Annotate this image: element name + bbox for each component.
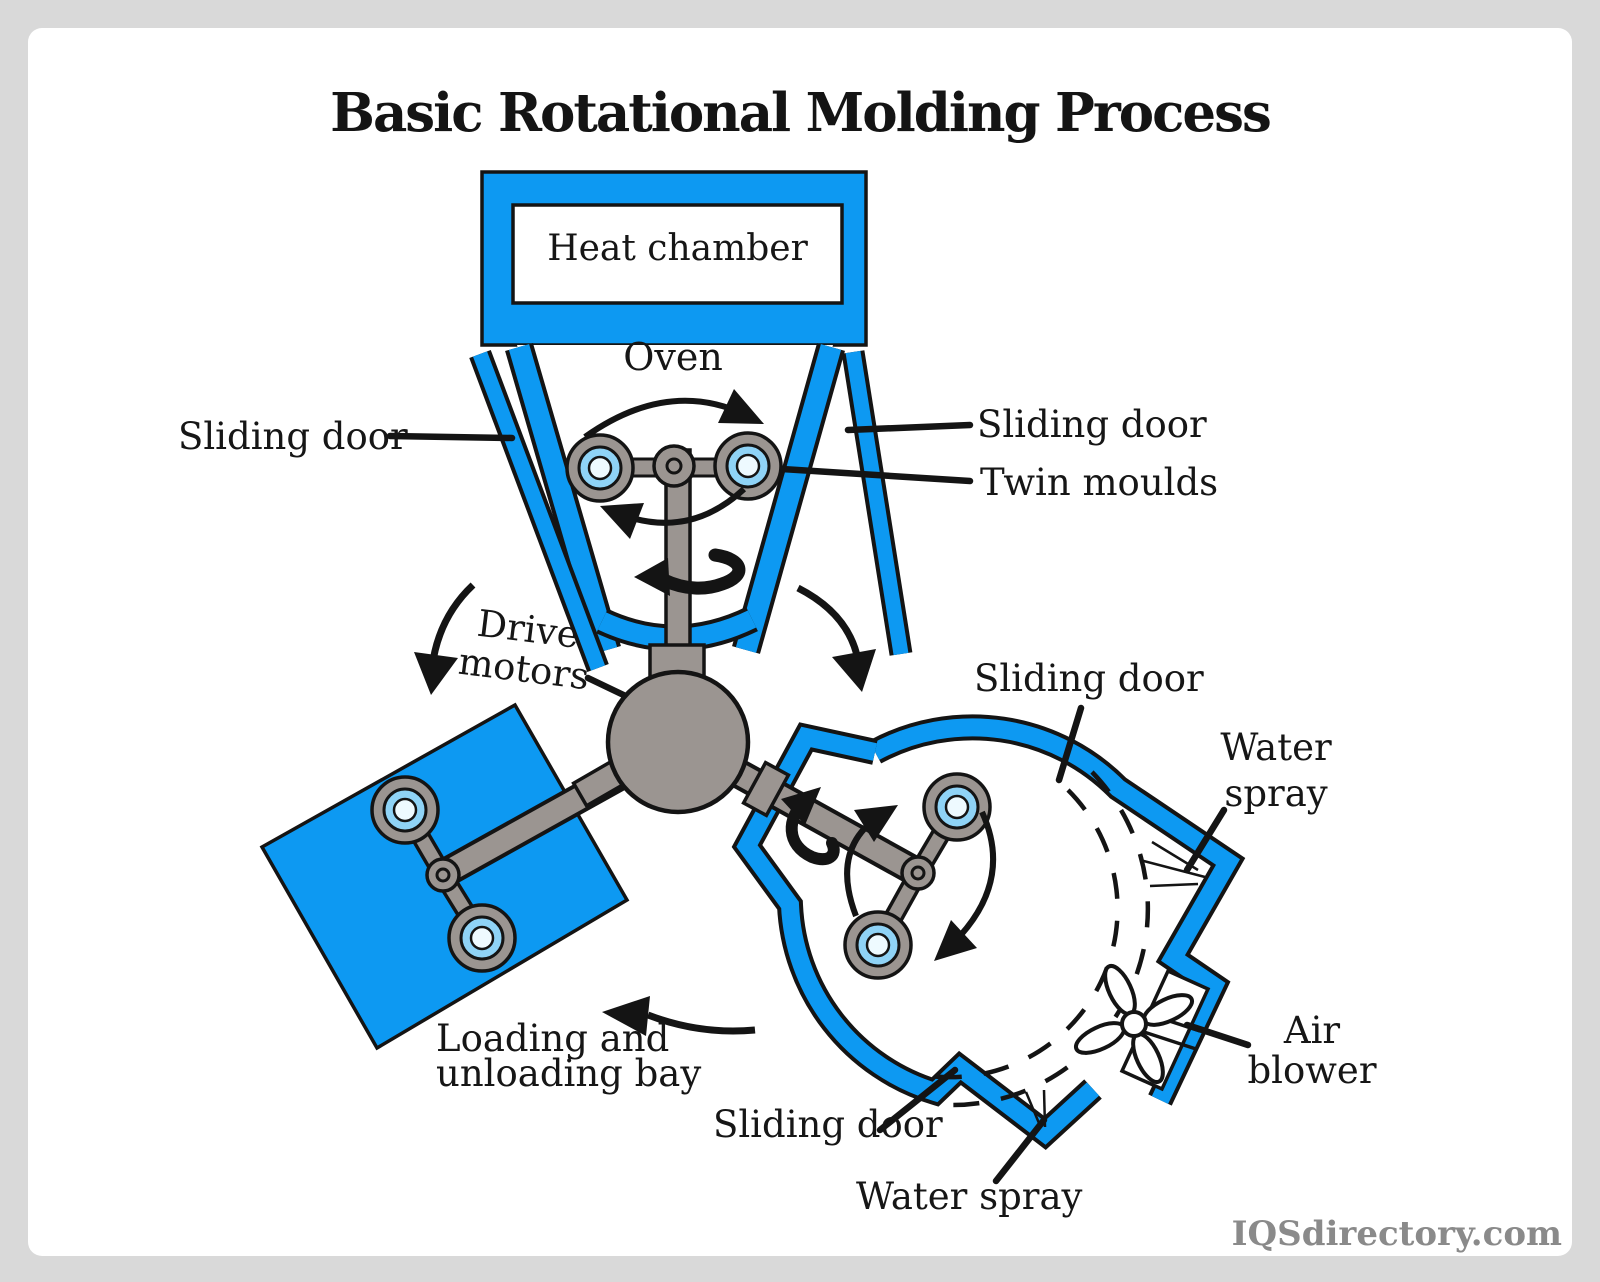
oven-shaft-spin-arrow	[634, 548, 746, 596]
cycle-arrows	[414, 582, 876, 1036]
label-heat-chamber: Heat chamber	[547, 228, 808, 269]
label-air-blower-line2: blower	[1247, 1049, 1377, 1092]
leader-sliding-door-right	[844, 421, 974, 434]
rotation-arrows	[583, 389, 997, 961]
label-air-blower: Air blower	[1246, 1011, 1378, 1091]
cooling-arm-collar	[741, 760, 791, 818]
cooling-wall-bottom	[731, 722, 1102, 1150]
mould-spindle-pin	[665, 457, 683, 475]
label-water-spray-bottom: Water spray	[856, 1175, 1083, 1218]
label-sliding-door-left: Sliding door	[178, 415, 408, 458]
oven-mould-rotation-arrow-top	[583, 389, 764, 440]
page-title: Basic Rotational Molding Process	[330, 82, 1272, 144]
mould-disc	[843, 910, 913, 980]
oven-mould-rotation-arrow-bottom	[600, 486, 747, 539]
leader-lines	[386, 421, 1252, 1185]
label-loading-bay: Loading and unloading bay	[436, 1017, 702, 1095]
mould-spindle-pin	[910, 865, 926, 881]
air-blower-fan-icon	[1073, 963, 1211, 1092]
sliding-door-right-shape	[841, 350, 913, 656]
oven-wall-right	[732, 343, 845, 654]
oven-twin-moulds	[565, 431, 783, 503]
mould-disc	[922, 772, 992, 842]
drive-motor-hub	[605, 669, 751, 815]
leader-water-spray-bottom	[992, 1116, 1048, 1185]
watermark: IQSdirectory.com	[1231, 1214, 1562, 1254]
mould-disc	[447, 903, 517, 973]
cycle-arrow-left	[414, 582, 476, 695]
leader-air-blower	[1183, 1021, 1252, 1049]
label-sliding-door-bottom: Sliding door	[713, 1103, 943, 1146]
sliding-door-left-shape	[469, 349, 609, 673]
cooling-moulds	[843, 772, 992, 980]
label-loading-bay-line2: unloading bay	[436, 1052, 702, 1095]
label-water-spray-right: Water spray	[1216, 725, 1336, 817]
leader-sliding-door-bottom	[876, 1066, 959, 1134]
heat-chamber-window	[511, 203, 844, 305]
label-twin-moulds: Twin moulds	[980, 461, 1219, 504]
mould-disc	[713, 431, 783, 501]
cycle-arrow-right	[796, 584, 876, 692]
cooling-mould-rotation-arrow-left	[844, 805, 898, 918]
cooling-chamber	[731, 714, 1246, 1150]
cooling-inner-dashed-walls	[929, 770, 1151, 1108]
cycle-arrow-bottom	[602, 996, 756, 1036]
leader-sliding-door-cooling	[1055, 704, 1085, 784]
loading-bay-moulds	[370, 775, 517, 973]
label-sliding-door-right: Sliding door	[977, 403, 1207, 446]
label-sliding-door-cooling: Sliding door	[974, 657, 1204, 700]
label-air-blower-line1: Air	[1283, 1009, 1341, 1052]
leader-water-spray-right	[1183, 806, 1228, 874]
cooling-arm-spin-arrow	[781, 787, 840, 866]
leader-sliding-door-left	[386, 432, 516, 442]
cooling-mould-rotation-arrow-right	[934, 810, 997, 961]
mould-disc	[370, 775, 440, 845]
oven-wall-left	[505, 342, 621, 655]
label-oven: Oven	[623, 335, 723, 379]
leader-twin-moulds	[778, 465, 974, 485]
label-loading-bay-line1: Loading and	[436, 1017, 670, 1060]
label-water-spray-right-line1: Water	[1220, 726, 1332, 769]
label-drive-motors: Drive motors	[456, 602, 596, 699]
label-water-spray-right-line2: spray	[1224, 772, 1328, 815]
mould-spindle-pin	[435, 867, 451, 883]
machinery	[370, 431, 992, 980]
cooling-wall-top	[868, 714, 1246, 1106]
mould-disc	[565, 433, 635, 503]
